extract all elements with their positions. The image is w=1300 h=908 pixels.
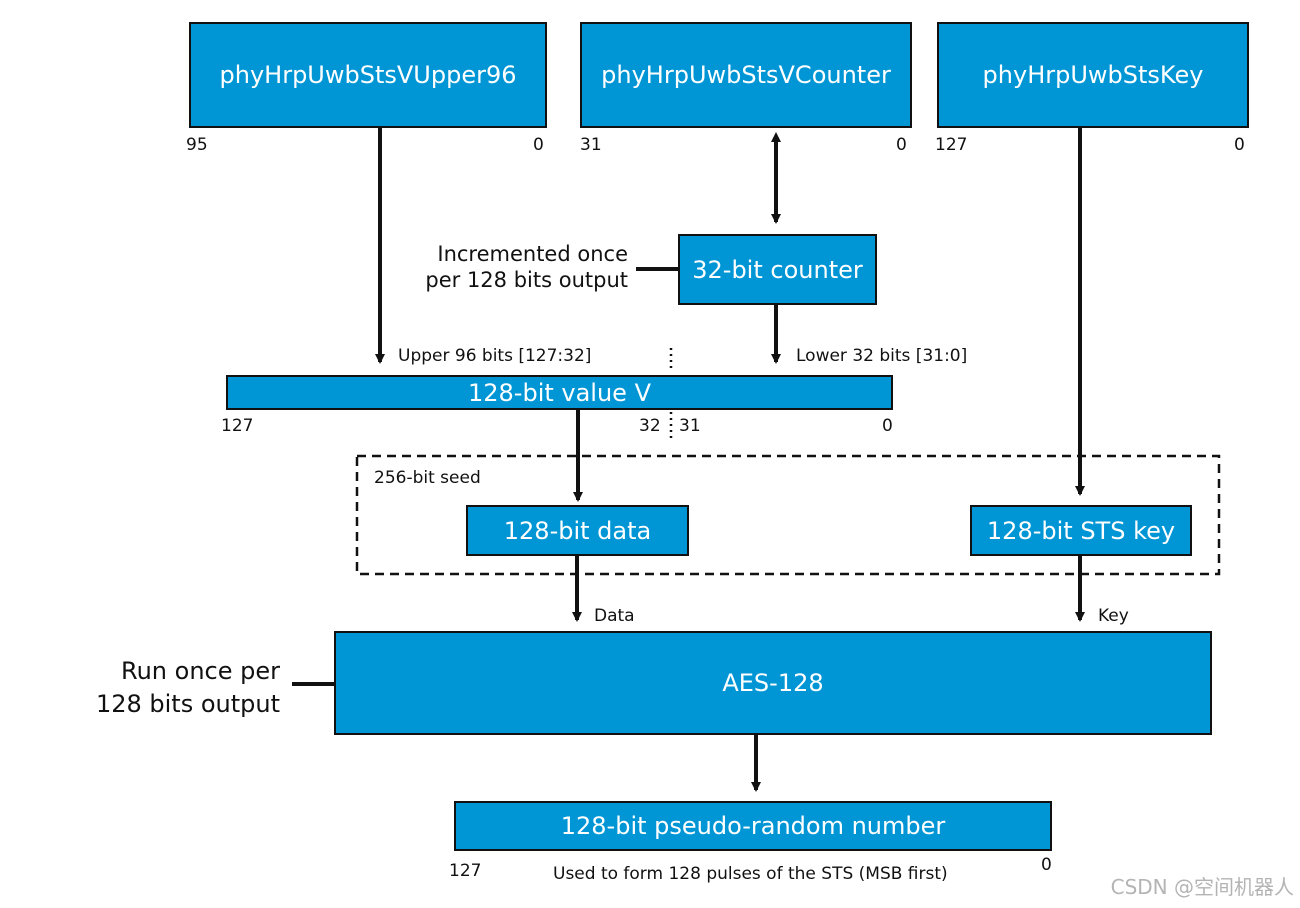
lower-bits-label: Lower 32 bits [31:0] <box>796 346 968 366</box>
v-bit31-label: 31 <box>679 416 701 436</box>
key-msb-label: 127 <box>935 135 968 155</box>
increment-note-line1: Incremented once <box>437 242 628 266</box>
output-caption: Used to form 128 pulses of the STS (MSB … <box>553 864 948 884</box>
data-block: 128-bit data <box>466 505 689 556</box>
output-msb-label: 127 <box>449 861 482 881</box>
counter-block: 32-bit counter <box>678 234 877 305</box>
aes-128-block: AES-128 <box>334 631 1212 735</box>
seed-dashed-border <box>355 454 1221 576</box>
v-bit127-label: 127 <box>221 416 254 436</box>
v-bit0-label: 0 <box>882 416 893 436</box>
run-note-line1: Run once per <box>121 657 280 685</box>
sts-key-block: 128-bit STS key <box>970 505 1192 556</box>
v-bit32-label: 32 <box>639 416 661 436</box>
seed-label: 256-bit seed <box>374 468 481 488</box>
upper96-lsb-label: 0 <box>533 135 544 155</box>
value-v-block: 128-bit value V <box>226 375 893 410</box>
counter-msb-label: 31 <box>580 135 602 155</box>
register-key-box: phyHrpUwbStsKey <box>937 22 1249 128</box>
counter-lsb-label: 0 <box>896 135 907 155</box>
key-lsb-label: 0 <box>1234 135 1245 155</box>
upper96-msb-label: 95 <box>186 135 208 155</box>
register-counter-box: phyHrpUwbStsVCounter <box>580 22 912 128</box>
output-block: 128-bit pseudo-random number <box>454 801 1052 851</box>
increment-note-line2: per 128 bits output <box>425 268 628 292</box>
output-lsb-label: 0 <box>1041 855 1052 875</box>
aes-data-input-label: Data <box>594 606 635 626</box>
run-note-line2: 128 bits output <box>95 690 280 718</box>
register-upper96-box: phyHrpUwbStsVUpper96 <box>189 22 547 128</box>
watermark: CSDN @空间机器人 <box>1110 875 1294 899</box>
upper-bits-label: Upper 96 bits [127:32] <box>398 346 592 366</box>
aes-key-input-label: Key <box>1098 606 1129 626</box>
